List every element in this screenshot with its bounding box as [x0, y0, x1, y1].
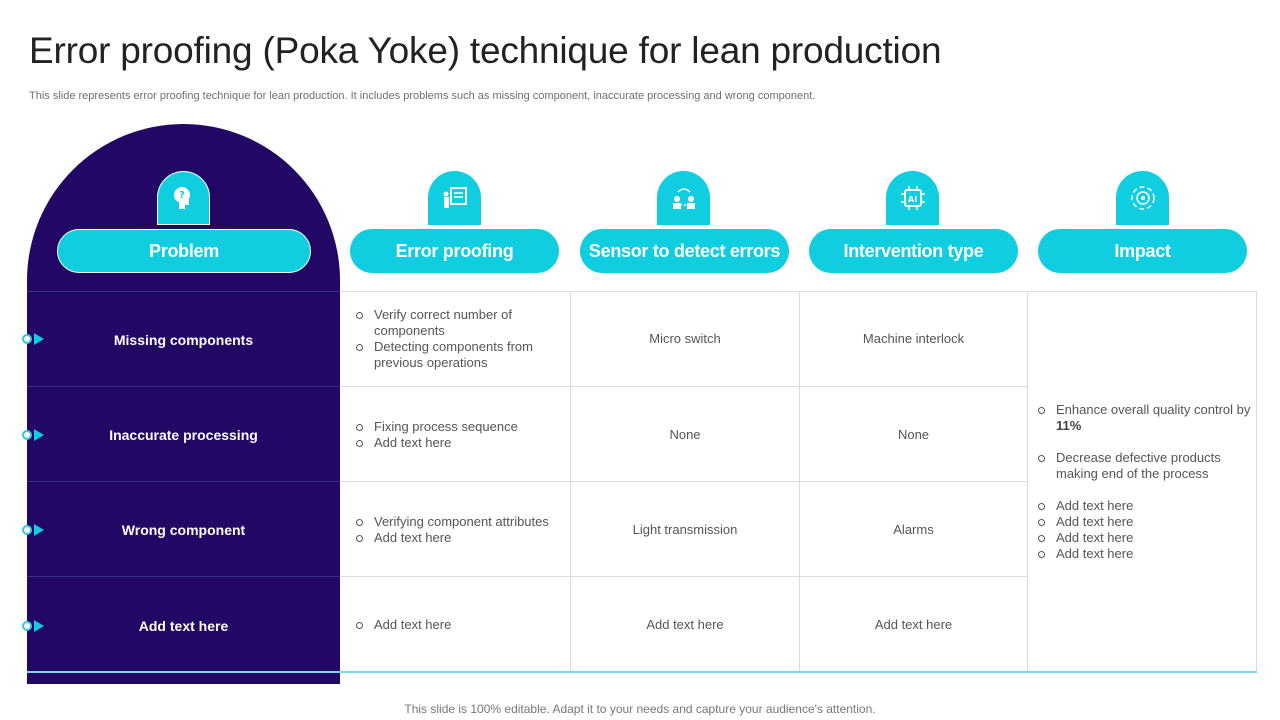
error-proofing-list: Verify correct number of components Dete… [355, 307, 560, 371]
header-impact: Impact [1038, 229, 1247, 273]
list-item: Enhance overall quality control by 11% [1037, 402, 1251, 434]
problem-label: Inaccurate processing [109, 426, 258, 443]
intervention-cell: None [897, 427, 930, 442]
error-proofing-list: Fixing process sequence Add text here [355, 419, 565, 451]
grid-line [1027, 291, 1028, 671]
list-item: Add text here [1037, 530, 1251, 546]
sensor-cell: Light transmission [632, 522, 738, 537]
grid-line [799, 291, 800, 671]
grid-line [340, 386, 1028, 387]
grid-line [340, 481, 1028, 482]
question-head-icon: ? [157, 171, 210, 225]
target-cycle-icon [1116, 171, 1169, 225]
row-marker [22, 428, 48, 442]
problem-label: Missing components [113, 331, 254, 348]
impact-list: Enhance overall quality control by 11% D… [1037, 402, 1251, 562]
list-item: Add text here [1037, 514, 1251, 530]
grid-line [340, 576, 1028, 577]
list-item: Add text here [1037, 546, 1251, 562]
header-sensor: Sensor to detect errors [580, 229, 789, 273]
header-intervention: Intervention type [809, 229, 1018, 273]
list-item: Add text here [355, 435, 565, 451]
slide-footer: This slide is 100% editable. Adapt it to… [404, 702, 876, 716]
slide-title: Error proofing (Poka Yoke) technique for… [29, 30, 942, 71]
impact-value: 11% [1056, 418, 1082, 433]
list-item: Verifying component attributes [355, 514, 567, 530]
intervention-cell: Machine interlock [862, 331, 965, 346]
grid-line [570, 291, 571, 671]
slide-subtitle: This slide represents error proofing tec… [29, 90, 816, 102]
grid-line [340, 291, 1257, 292]
row-marker [22, 619, 48, 633]
sensor-cell: Add text here [646, 617, 724, 632]
grid-line [27, 291, 340, 292]
team-network-icon [657, 171, 710, 225]
row-marker [22, 523, 48, 537]
header-error-proofing: Error proofing [350, 229, 559, 273]
header-problem: Problem [57, 229, 311, 273]
row-marker [22, 332, 48, 346]
list-item: Fixing process sequence [355, 419, 565, 435]
table-bottom-line [27, 671, 1257, 673]
impact-text: Enhance overall quality control by [1056, 402, 1251, 417]
presentation-board-icon [428, 171, 481, 225]
problem-label: Wrong component [121, 521, 246, 538]
intervention-cell: Alarms [893, 522, 934, 537]
error-proofing-list: Verifying component attributes Add text … [355, 514, 567, 546]
list-item: Add text here [355, 617, 565, 633]
grid-line [1256, 291, 1257, 671]
intervention-cell: Add text here [874, 617, 953, 632]
list-item: Verify correct number of components [355, 307, 560, 339]
list-item: Add text here [355, 530, 567, 546]
ai-chip-icon: AI [886, 171, 939, 225]
svg-text:AI: AI [908, 195, 917, 204]
sensor-cell: Micro switch [649, 331, 721, 346]
sensor-cell: None [669, 427, 701, 442]
list-item: Detecting components from previous opera… [355, 339, 560, 371]
svg-text:?: ? [179, 190, 185, 201]
problem-label: Add text here [138, 617, 229, 634]
grid-line [27, 386, 340, 387]
list-item: Decrease defective products making end o… [1037, 450, 1251, 482]
error-proofing-list: Add text here [355, 617, 565, 633]
grid-line [27, 576, 340, 577]
list-item: Add text here [1037, 498, 1251, 514]
grid-line [27, 481, 340, 482]
